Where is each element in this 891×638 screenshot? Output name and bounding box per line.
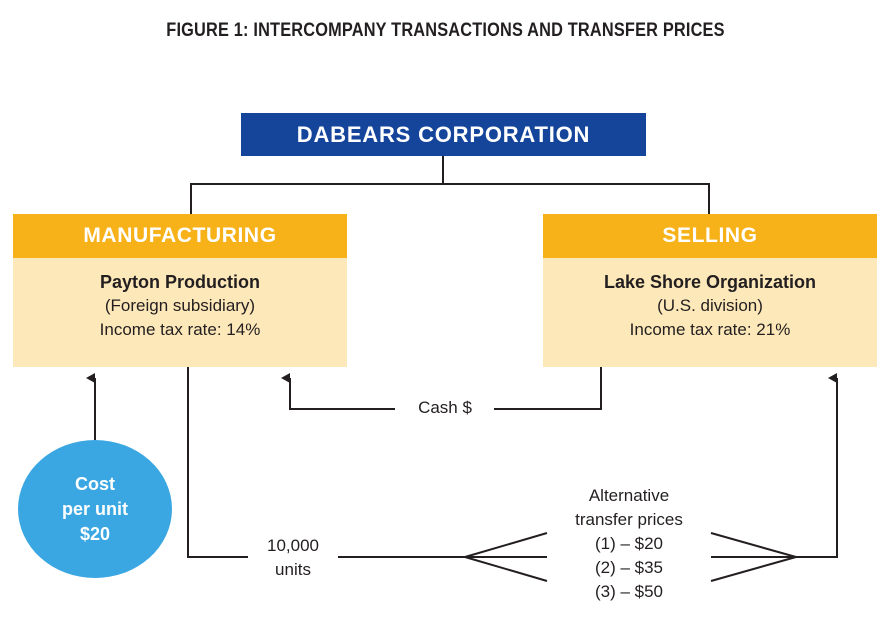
manufacturing-tax-rate: Income tax rate: 14% bbox=[99, 320, 261, 339]
cost-value: $20 bbox=[79, 523, 111, 544]
transfer-option-1: (1) – $20 bbox=[594, 534, 664, 553]
cash-arrow-right-segment bbox=[494, 367, 602, 410]
cost-per-unit-circle: Cost per unit $20 bbox=[18, 440, 172, 578]
units-line bbox=[187, 367, 248, 558]
cost-line-2: per unit bbox=[62, 498, 128, 519]
units-label: 10,000 units bbox=[250, 534, 336, 582]
selling-name: Lake Shore Organization bbox=[603, 272, 817, 292]
transfer-option-3: (3) – $50 bbox=[594, 582, 664, 601]
transfer-heading-1: Alternative bbox=[588, 486, 670, 505]
org-connector bbox=[190, 156, 710, 214]
prices-to-selling-arrow bbox=[796, 373, 838, 558]
units-word: units bbox=[275, 560, 311, 579]
selling-tax-rate: Income tax rate: 21% bbox=[629, 320, 791, 339]
transfer-option-2: (2) – $35 bbox=[594, 558, 664, 577]
figure-title: FIGURE 1: INTERCOMPANY TRANSACTIONS AND … bbox=[166, 20, 725, 41]
units-count: 10,000 bbox=[267, 536, 319, 555]
manufacturing-name: Payton Production bbox=[99, 272, 260, 292]
manufacturing-box: MANUFACTURING Payton Production (Foreign… bbox=[13, 214, 347, 367]
cash-arrow-left-segment bbox=[281, 373, 395, 410]
cash-label: Cash $ bbox=[400, 396, 490, 420]
prices-fan-left bbox=[464, 532, 548, 582]
manufacturing-header: MANUFACTURING bbox=[13, 214, 347, 258]
selling-header: SELLING bbox=[543, 214, 877, 258]
transfer-prices-label: Alternative transfer prices (1) – $20 (2… bbox=[549, 484, 709, 604]
corporation-box: DABEARS CORPORATION bbox=[241, 113, 646, 156]
selling-type: (U.S. division) bbox=[657, 296, 763, 315]
cost-line-1: Cost bbox=[75, 473, 115, 494]
manufacturing-type: (Foreign subsidiary) bbox=[104, 296, 256, 315]
prices-fan-right bbox=[710, 532, 797, 582]
selling-box: SELLING Lake Shore Organization (U.S. di… bbox=[543, 214, 877, 367]
transfer-heading-2: transfer prices bbox=[575, 510, 683, 529]
